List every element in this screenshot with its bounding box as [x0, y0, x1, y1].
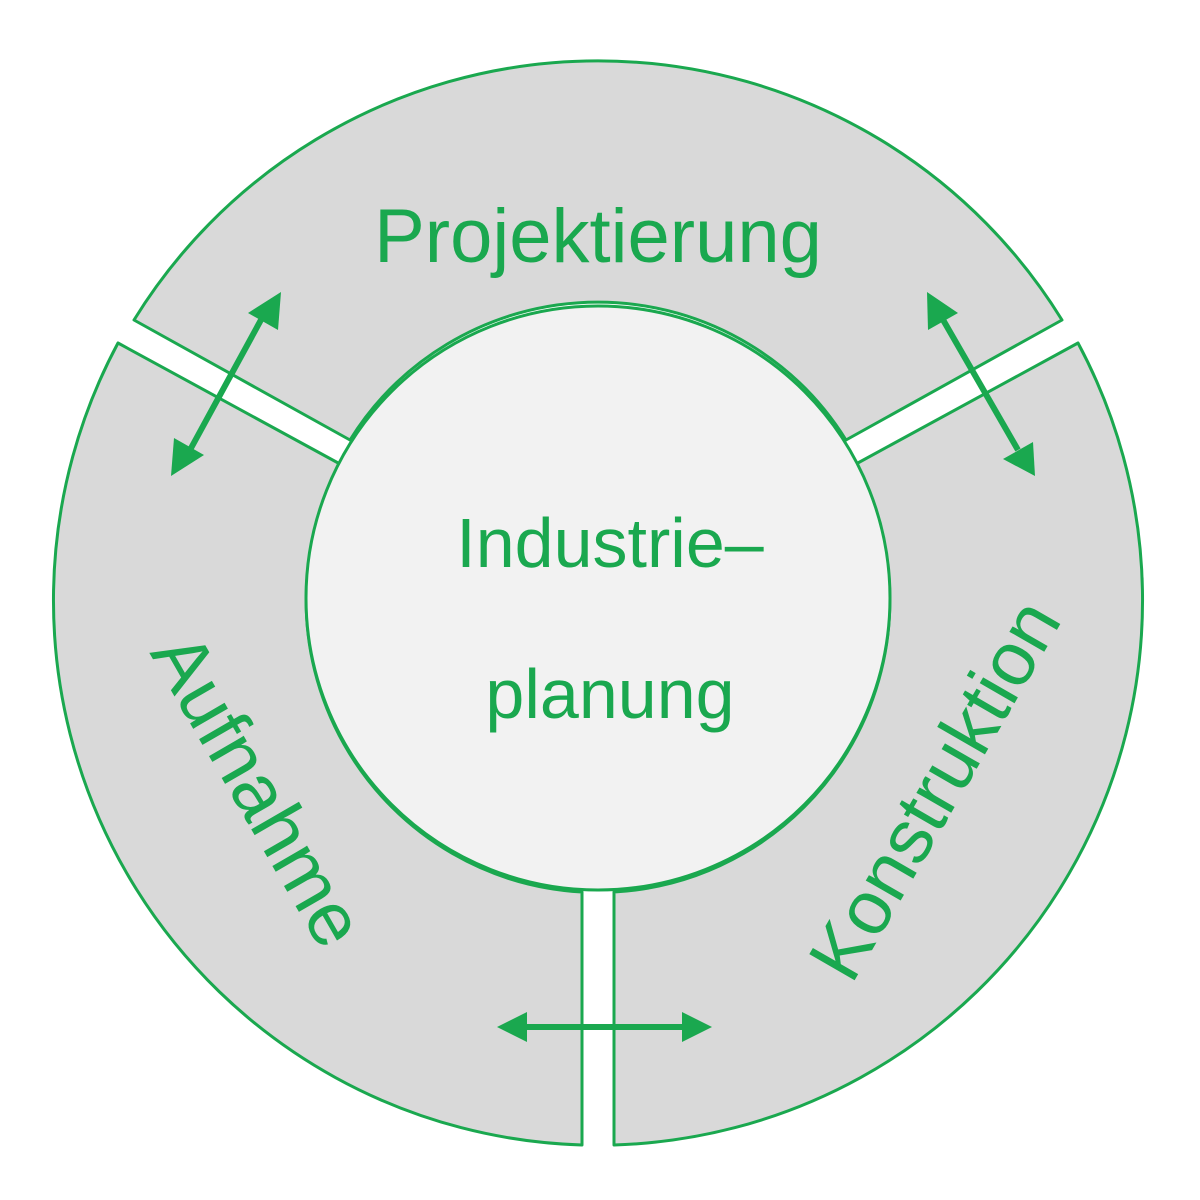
- center-label-line1: Industrie–: [456, 504, 763, 582]
- arrow-projektierung-konstruktion: [927, 292, 1035, 476]
- center-label-line2: planung: [485, 655, 734, 733]
- arrow-aufnahme-projektierung: [171, 292, 281, 476]
- label-projektierung: Projektierung: [374, 194, 822, 279]
- center-hub: [304, 304, 892, 892]
- arrow-aufnahme-konstruktion: [497, 1012, 712, 1042]
- segment-projektierung: [132, 59, 1064, 442]
